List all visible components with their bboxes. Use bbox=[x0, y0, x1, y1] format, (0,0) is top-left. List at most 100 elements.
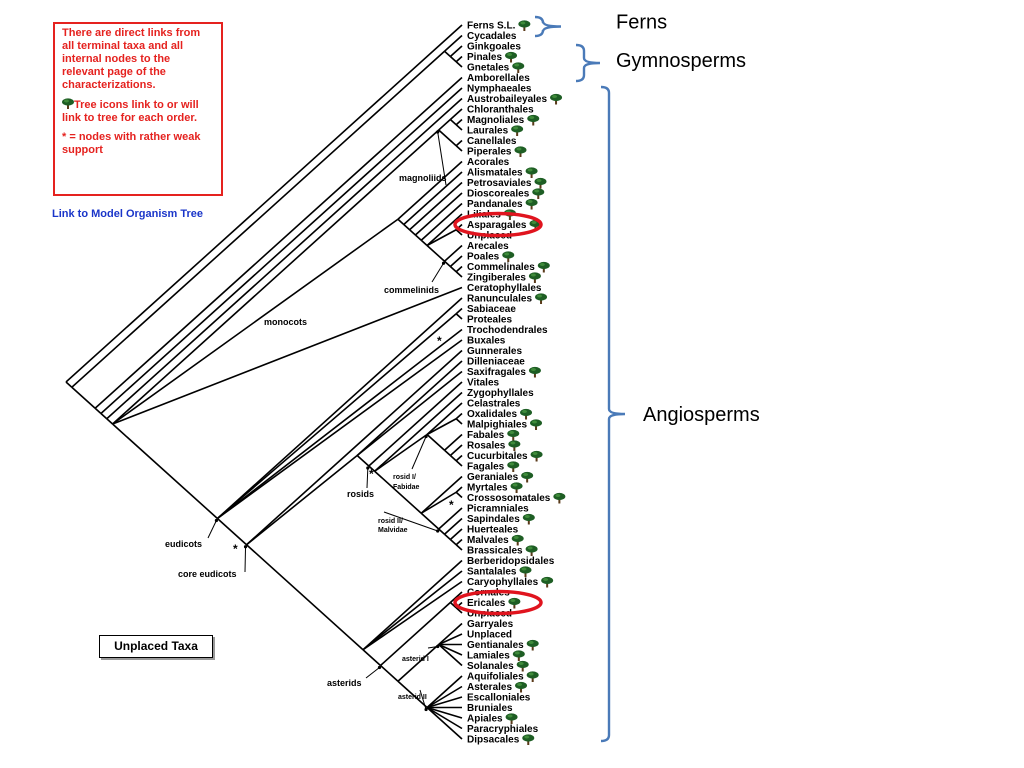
taxon-label-piperales[interactable]: Piperales bbox=[467, 147, 512, 158]
tree-icon[interactable] bbox=[511, 534, 524, 546]
taxon-label-lamiales[interactable]: Lamiales bbox=[467, 651, 510, 662]
tree-icon[interactable] bbox=[528, 272, 541, 283]
tree-icon[interactable] bbox=[534, 177, 547, 189]
tree-icon[interactable] bbox=[525, 545, 538, 556]
taxon-solanales[interactable]: Solanales bbox=[467, 660, 529, 672]
taxon-geraniales[interactable]: Geraniales bbox=[467, 471, 534, 483]
taxon-label-rosales[interactable]: Rosales bbox=[467, 441, 506, 452]
taxon-sapindales[interactable]: Sapindales bbox=[467, 513, 535, 525]
taxon-label-asparagales[interactable]: Asparagales bbox=[467, 220, 527, 231]
taxon-pinales[interactable]: Pinales bbox=[467, 51, 518, 63]
tree-icon[interactable] bbox=[519, 566, 532, 577]
tree-icon[interactable] bbox=[530, 450, 543, 462]
taxon-label-ginkgoales[interactable]: Ginkgoales bbox=[467, 42, 521, 53]
node-label-malvidae[interactable]: Malvidae bbox=[378, 527, 408, 534]
node-label-asterids[interactable]: asterids bbox=[327, 678, 362, 688]
node-label-magnoliids[interactable]: magnoliids bbox=[399, 173, 447, 183]
tree-icon[interactable] bbox=[527, 114, 540, 126]
taxon-huerteales[interactable]: Huerteales bbox=[467, 525, 519, 536]
tree-icon[interactable] bbox=[515, 681, 528, 693]
taxon-celastrales[interactable]: Celastrales bbox=[467, 399, 521, 410]
taxon-label-laurales[interactable]: Laurales bbox=[467, 126, 509, 137]
taxon-zingiberales[interactable]: Zingiberales bbox=[467, 272, 541, 284]
tree-icon[interactable] bbox=[512, 62, 525, 73]
taxon-label-gnetales[interactable]: Gnetales bbox=[467, 63, 510, 74]
taxon-label-dioscoreales[interactable]: Dioscoreales bbox=[467, 189, 530, 200]
taxon-lamiales[interactable]: Lamiales bbox=[467, 650, 525, 662]
tree-icon[interactable] bbox=[525, 167, 538, 178]
taxon-austrobaileyales[interactable]: Austrobaileyales bbox=[467, 93, 563, 105]
taxon-label-oxalidales[interactable]: Oxalidales bbox=[467, 409, 517, 420]
taxon-gentianales[interactable]: Gentianales bbox=[467, 639, 539, 651]
taxon-label-asterales[interactable]: Asterales bbox=[467, 682, 512, 693]
node-label-rosid-I[interactable]: rosid I/ bbox=[393, 474, 416, 481]
taxon-bruniales[interactable]: Bruniales bbox=[467, 703, 513, 714]
tree-icon[interactable] bbox=[525, 198, 538, 210]
tree-icon[interactable] bbox=[518, 20, 531, 31]
taxon-label-geraniales[interactable]: Geraniales bbox=[467, 472, 519, 483]
taxon-label-pandanales[interactable]: Pandanales bbox=[467, 199, 523, 210]
taxon-label-sabiaceae[interactable]: Sabiaceae bbox=[467, 304, 516, 315]
taxon-fagales[interactable]: Fagales bbox=[467, 461, 520, 473]
tree-icon[interactable] bbox=[521, 471, 534, 483]
tree-icon[interactable] bbox=[550, 93, 563, 105]
taxon-label-brassicales[interactable]: Brassicales bbox=[467, 546, 523, 557]
node-label-commelinids[interactable]: commelinids bbox=[384, 285, 439, 295]
tree-icon[interactable] bbox=[526, 639, 539, 651]
taxon-proteales[interactable]: Proteales bbox=[467, 315, 512, 326]
taxon-commelinales[interactable]: Commelinales bbox=[467, 261, 550, 273]
unplaced-taxa-button[interactable]: Unplaced Taxa bbox=[99, 635, 213, 658]
taxon-dilleniaceae[interactable]: Dilleniaceae bbox=[467, 357, 525, 368]
taxon-label-arecales[interactable]: Arecales bbox=[467, 241, 509, 252]
taxon-unplaced[interactable]: Unplaced bbox=[467, 630, 512, 641]
taxon-label-proteales[interactable]: Proteales bbox=[467, 315, 512, 326]
taxon-label-alismatales[interactable]: Alismatales bbox=[467, 168, 523, 179]
taxon-label-garryales[interactable]: Garryales bbox=[467, 619, 514, 630]
taxon-label-fabales[interactable]: Fabales bbox=[467, 430, 505, 441]
taxon-label-sapindales[interactable]: Sapindales bbox=[467, 514, 520, 525]
taxon-label-gunnerales[interactable]: Gunnerales bbox=[467, 346, 522, 357]
node-label-rosid-II[interactable]: rosid II/ bbox=[378, 518, 403, 525]
taxon-arecales[interactable]: Arecales bbox=[467, 241, 509, 252]
taxon-label-berberidopsidales[interactable]: Berberidopsidales bbox=[467, 556, 555, 567]
taxon-label-malpighiales[interactable]: Malpighiales bbox=[467, 420, 527, 431]
taxon-cycadales[interactable]: Cycadales bbox=[467, 31, 517, 42]
taxon-label-picramniales[interactable]: Picramniales bbox=[467, 504, 529, 515]
taxon-ranunculales[interactable]: Ranunculales bbox=[467, 293, 548, 305]
taxon-label-unplaced[interactable]: Unplaced bbox=[467, 630, 512, 641]
taxon-label-aquifoliales[interactable]: Aquifoliales bbox=[467, 672, 524, 683]
taxon-label-dilleniaceae[interactable]: Dilleniaceae bbox=[467, 357, 525, 368]
taxon-garryales[interactable]: Garryales bbox=[467, 619, 514, 630]
taxon-gnetales[interactable]: Gnetales bbox=[467, 62, 525, 74]
taxon-trochodendrales[interactable]: Trochodendrales bbox=[467, 325, 548, 336]
taxon-canellales[interactable]: Canellales bbox=[467, 136, 517, 147]
taxon-picramniales[interactable]: Picramniales bbox=[467, 504, 529, 515]
tree-icon[interactable] bbox=[510, 482, 523, 493]
taxon-ceratophyllales[interactable]: Ceratophyllales bbox=[467, 283, 542, 294]
tree-icon[interactable] bbox=[512, 650, 525, 661]
taxon-gunnerales[interactable]: Gunnerales bbox=[467, 346, 522, 357]
tree-icon[interactable] bbox=[508, 597, 521, 609]
tree-icon[interactable] bbox=[507, 429, 520, 441]
taxon-laurales[interactable]: Laurales bbox=[467, 125, 524, 137]
tree-icon[interactable] bbox=[511, 125, 524, 136]
taxon-dioscoreales[interactable]: Dioscoreales bbox=[467, 188, 545, 200]
taxon-label-malvales[interactable]: Malvales bbox=[467, 535, 509, 546]
taxon-label-nymphaeales[interactable]: Nymphaeales bbox=[467, 84, 532, 95]
taxon-piperales[interactable]: Piperales bbox=[467, 146, 527, 158]
taxon-myrtales[interactable]: Myrtales bbox=[467, 482, 523, 494]
tree-icon[interactable] bbox=[507, 461, 520, 472]
node-label-rosids[interactable]: rosids bbox=[347, 489, 374, 499]
taxon-zygophyllales[interactable]: Zygophyllales bbox=[467, 388, 534, 399]
taxon-chloranthales[interactable]: Chloranthales bbox=[467, 105, 534, 116]
taxon-label-chloranthales[interactable]: Chloranthales bbox=[467, 105, 534, 116]
taxon-label-crossosomatales[interactable]: Crossosomatales bbox=[467, 493, 551, 504]
node-label-fabidae[interactable]: Fabidae bbox=[393, 484, 420, 491]
taxon-label-apiales[interactable]: Apiales bbox=[467, 714, 503, 725]
taxon-label-ericales[interactable]: Ericales bbox=[467, 598, 506, 609]
taxon-ginkgoales[interactable]: Ginkgoales bbox=[467, 42, 521, 53]
taxon-ferns-s-l[interactable]: Ferns S.L. bbox=[467, 20, 531, 32]
taxon-acorales[interactable]: Acorales bbox=[467, 157, 510, 168]
taxon-fabales[interactable]: Fabales bbox=[467, 429, 520, 441]
taxon-magnoliales[interactable]: Magnoliales bbox=[467, 114, 540, 126]
